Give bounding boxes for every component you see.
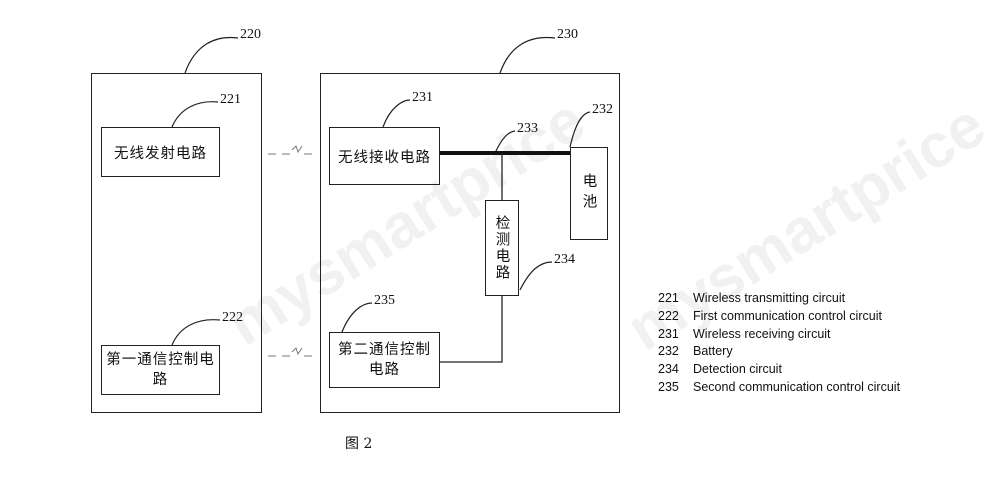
- ref-label-230: 230: [557, 27, 578, 42]
- legend-number: 222: [658, 308, 679, 323]
- legend-number: 221: [658, 291, 679, 305]
- legend-number: 231: [658, 326, 679, 341]
- wireless-link-upper: [268, 145, 312, 155]
- legend-text: Wireless transmitting circuit: [693, 291, 846, 305]
- figure-caption: 图 2: [345, 436, 373, 452]
- legend-text: Battery: [693, 344, 733, 359]
- leader-221: [171, 101, 219, 128]
- ref-label-234: 234: [554, 252, 575, 267]
- wireless-transmitting-box: 无线发射电路: [101, 127, 220, 177]
- battery-box: 电池: [570, 147, 608, 240]
- legend-number: 234: [658, 362, 679, 377]
- leader-230: [499, 36, 556, 74]
- leader-233: [494, 130, 516, 154]
- ref-label-222: 222: [222, 310, 243, 325]
- detection-box: 检测电路: [485, 200, 519, 296]
- ref-label-231: 231: [412, 90, 433, 105]
- legend-text: Second communication control circuit: [693, 379, 901, 394]
- wireless-link-lower: [268, 347, 312, 357]
- ref-label-232: 232: [592, 102, 613, 117]
- wireless-transmitting-label: 无线发射电路: [114, 145, 207, 162]
- ref-label-220: 220: [240, 27, 261, 42]
- second-communication-label-line1: 第二通信控制: [338, 342, 431, 358]
- legend-text: Detection circuit: [693, 362, 782, 377]
- second-communication-label-line2: 电路: [369, 362, 400, 378]
- legend-number: 232: [658, 344, 679, 359]
- leader-232: [569, 111, 591, 148]
- leader-231: [382, 99, 411, 128]
- legend-row: 221 Wireless transmitting circuit: [658, 290, 900, 308]
- ref-label-233: 233: [517, 121, 538, 136]
- legend-row: 232 Battery: [658, 343, 900, 361]
- first-communication-label-line2: 路: [152, 372, 169, 388]
- legend-row: 222 First communication control circuit: [658, 308, 900, 326]
- first-communication-box: 第一通信控制电 路: [101, 345, 220, 395]
- leader-234: [519, 261, 553, 291]
- ref-label-221: 221: [220, 92, 241, 107]
- legend-text: Wireless receiving circuit: [693, 326, 831, 341]
- legend: 221 Wireless transmitting circuit 222 Fi…: [658, 290, 900, 397]
- legend-number: 235: [658, 379, 679, 394]
- second-communication-box: 第二通信控制 电路: [329, 332, 440, 388]
- outer-box-220: [91, 73, 262, 413]
- legend-row: 231 Wireless receiving circuit: [658, 326, 900, 344]
- leader-235: [341, 302, 373, 333]
- leader-222: [171, 319, 221, 346]
- legend-text: First communication control circuit: [693, 308, 882, 323]
- legend-row: 234 Detection circuit: [658, 361, 900, 379]
- outer-box-230: [320, 73, 620, 413]
- detect-down-line: [440, 296, 503, 363]
- ref-label-235: 235: [374, 293, 395, 308]
- wireless-receiving-box: 无线接收电路: [329, 127, 440, 185]
- leader-220: [184, 36, 239, 74]
- legend-row: 235 Second communication control circuit: [658, 379, 900, 397]
- wireless-receiving-label: 无线接收电路: [338, 149, 431, 166]
- battery-label: 电池: [580, 173, 597, 214]
- detection-label: 检测电路: [493, 215, 510, 281]
- first-communication-label-line1: 第一通信控制电: [106, 352, 215, 368]
